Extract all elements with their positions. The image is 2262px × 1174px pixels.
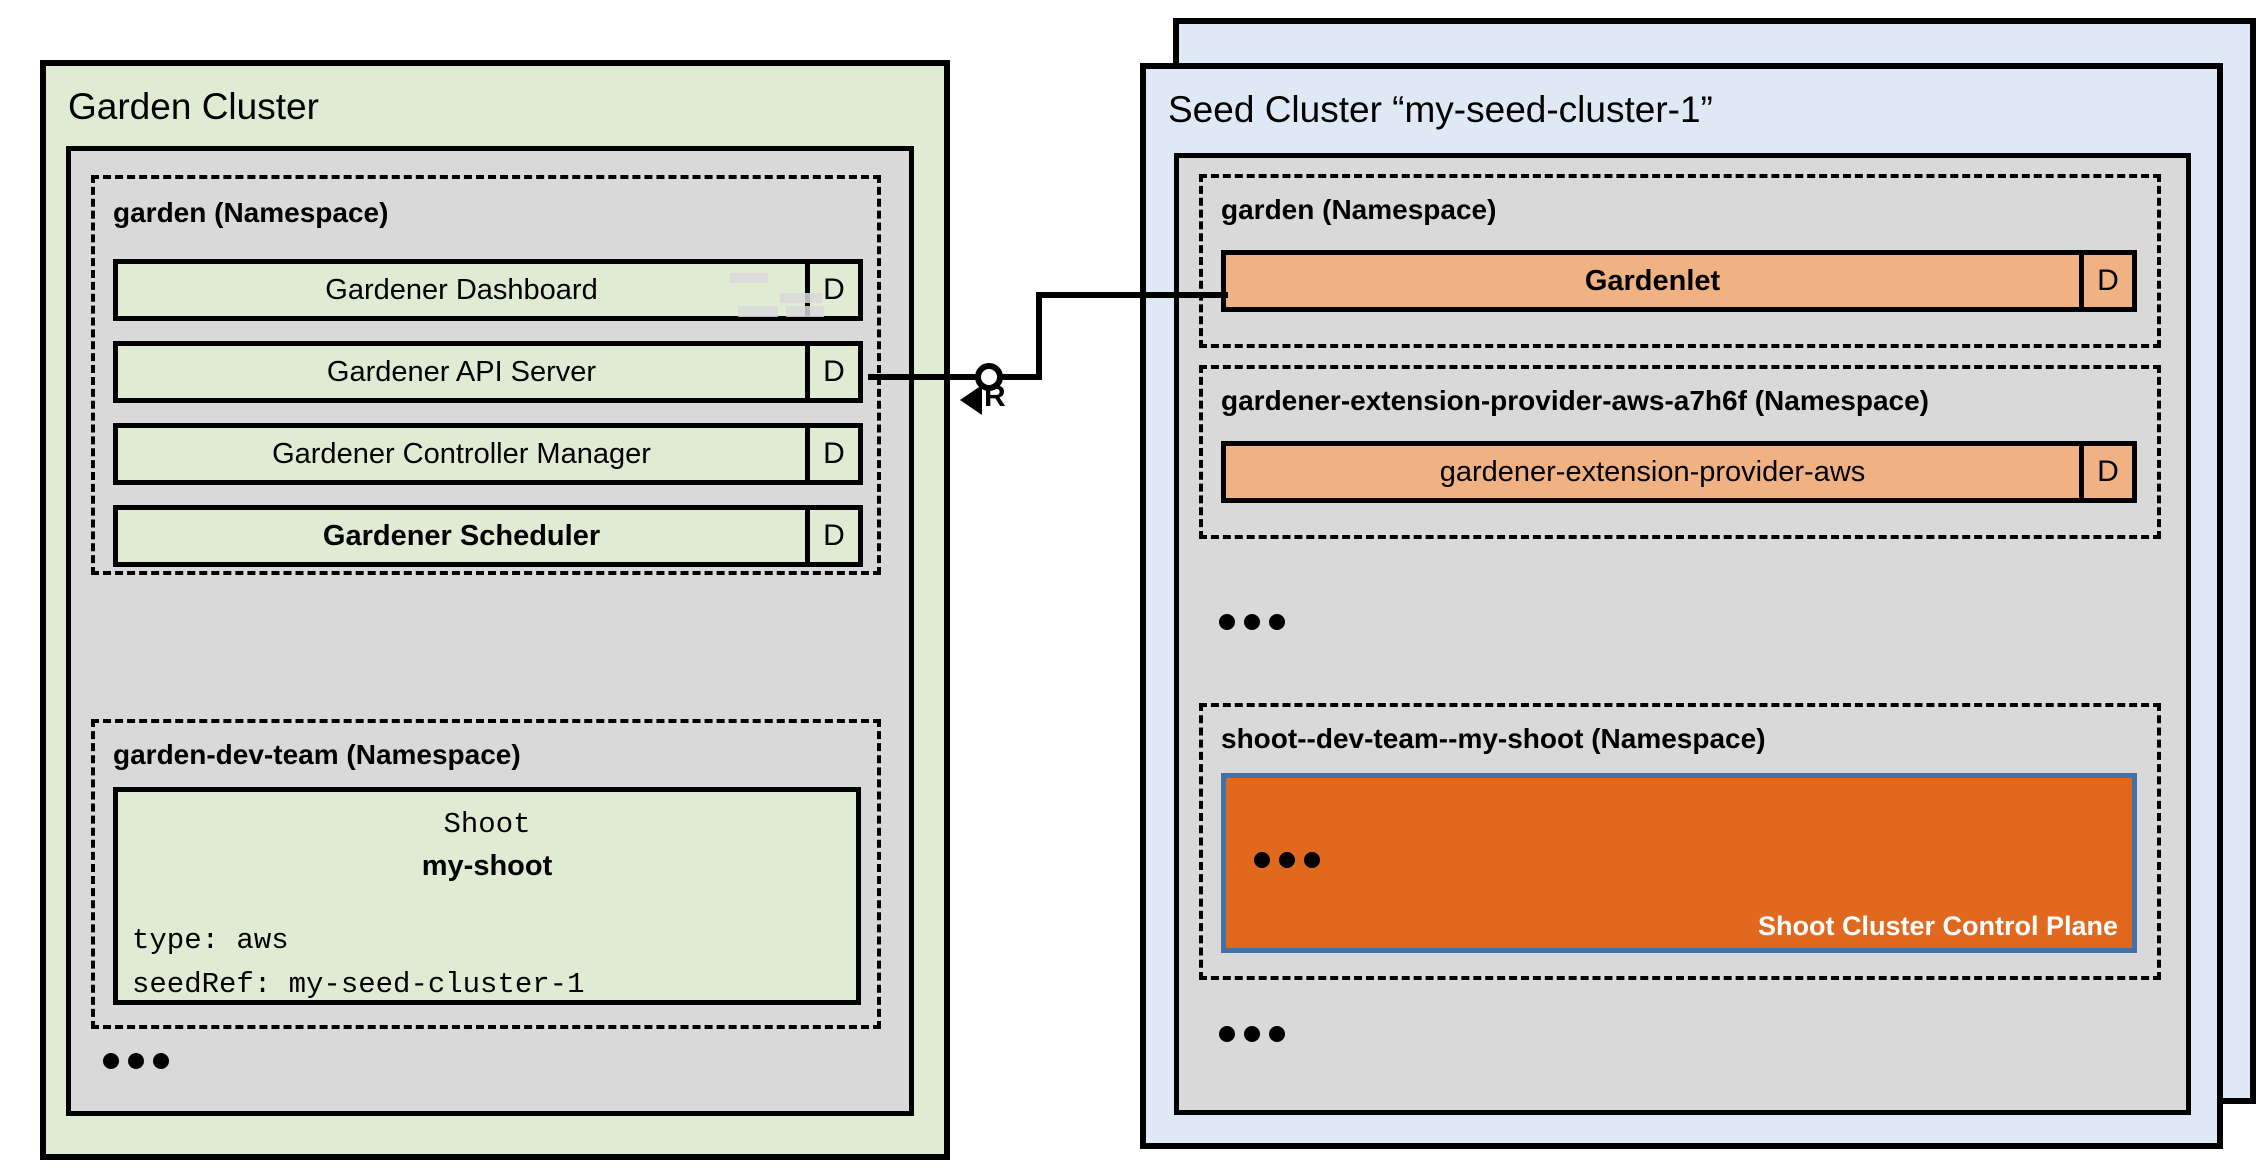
garden-cluster-title: Garden Cluster [68,86,319,127]
component-gardener-dashboard-kind-badge: D [805,264,858,316]
seed-more-indicator-middle [1219,614,1285,630]
component-gardener-controller-manager-label: Gardener Controller Manager [272,437,651,470]
namespace-garden[interactable]: garden (Namespace) Gardener Dashboard D … [91,175,881,575]
component-gardener-dashboard[interactable]: Gardener Dashboard D [113,259,863,321]
seed-cluster-node-body: garden (Namespace) Gardenlet D gardener-… [1174,153,2191,1115]
shoot-resource-kind: Shoot [443,808,531,841]
render-artifact-mark [786,306,824,317]
namespace-garden-label: garden (Namespace) [113,197,389,228]
seed-cluster-title: Seed Cluster “my-seed-cluster-1” [1168,89,1713,130]
garden-cluster[interactable]: Garden Cluster garden (Namespace) Garden… [40,60,950,1160]
connector-segment-right [1036,292,1228,298]
shoot-resource-card[interactable]: Shoot my-shoot type: aws seedRef: my-see… [113,787,861,1005]
component-gardener-api-server-kind-badge: D [805,346,858,398]
component-gardener-scheduler-label: Gardener Scheduler [322,519,601,552]
component-gardener-scheduler[interactable]: Gardener Scheduler D [113,505,863,567]
namespace-garden-seed[interactable]: garden (Namespace) Gardenlet D [1199,174,2161,348]
connector-segment-left [868,374,980,380]
namespace-shoot-dev-team-my-shoot-label: shoot--dev-team--my-shoot (Namespace) [1221,723,1766,754]
component-gardener-api-server-label: Gardener API Server [326,355,597,388]
component-gardener-dashboard-label: Gardener Dashboard [325,273,598,306]
shoot-cluster-control-plane-label: Shoot Cluster Control Plane [1757,911,2118,941]
component-gardenlet-label: Gardenlet [1584,264,1721,297]
component-gardener-controller-manager[interactable]: Gardener Controller Manager D [113,423,863,485]
shoot-resource-name: my-shoot [421,850,553,882]
seed-cluster[interactable]: Seed Cluster “my-seed-cluster-1” garden … [1140,63,2223,1149]
connector-segment-mid [1000,374,1042,380]
component-gardener-extension-provider-aws-label: gardener-extension-provider-aws [1439,455,1866,488]
seed-more-indicator-bottom [1219,1026,1285,1042]
namespace-shoot-dev-team-my-shoot[interactable]: shoot--dev-team--my-shoot (Namespace) Sh… [1199,703,2161,980]
render-artifact-mark [780,293,822,303]
connector-arrow-icon [960,385,982,415]
component-gardenlet[interactable]: Gardenlet D [1221,250,2137,312]
component-gardener-controller-manager-kind-badge: D [805,428,858,480]
namespace-gardener-extension-provider-aws[interactable]: gardener-extension-provider-aws-a7h6f (N… [1199,365,2161,539]
garden-cluster-node-body: garden (Namespace) Gardener Dashboard D … [66,146,914,1116]
namespace-garden-dev-team-label: garden-dev-team (Namespace) [113,739,521,770]
component-gardener-extension-provider-aws[interactable]: gardener-extension-provider-aws D [1221,441,2137,503]
render-artifact-mark [730,273,768,283]
shoot-resource-spec-type: type: aws [132,924,289,957]
shoot-cluster-control-plane[interactable]: Shoot Cluster Control Plane [1221,773,2137,953]
component-gardener-extension-provider-aws-kind-badge: D [2079,446,2132,498]
component-gardener-api-server[interactable]: Gardener API Server D [113,341,863,403]
render-artifact-mark [738,306,778,317]
namespace-garden-dev-team[interactable]: garden-dev-team (Namespace) Shoot my-sho… [91,719,881,1029]
namespace-gardener-extension-provider-aws-label: gardener-extension-provider-aws-a7h6f (N… [1221,385,1929,416]
garden-more-indicator [103,1053,169,1069]
control-plane-more-indicator [1254,852,1320,868]
shoot-resource-spec-seedref: seedRef: my-seed-cluster-1 [132,968,585,1001]
component-gardenlet-kind-badge: D [2079,255,2132,307]
component-gardener-scheduler-kind-badge: D [805,510,858,562]
connector-label: R [984,380,1006,413]
namespace-garden-seed-label: garden (Namespace) [1221,194,1497,225]
connector-segment-riser [1036,292,1042,380]
